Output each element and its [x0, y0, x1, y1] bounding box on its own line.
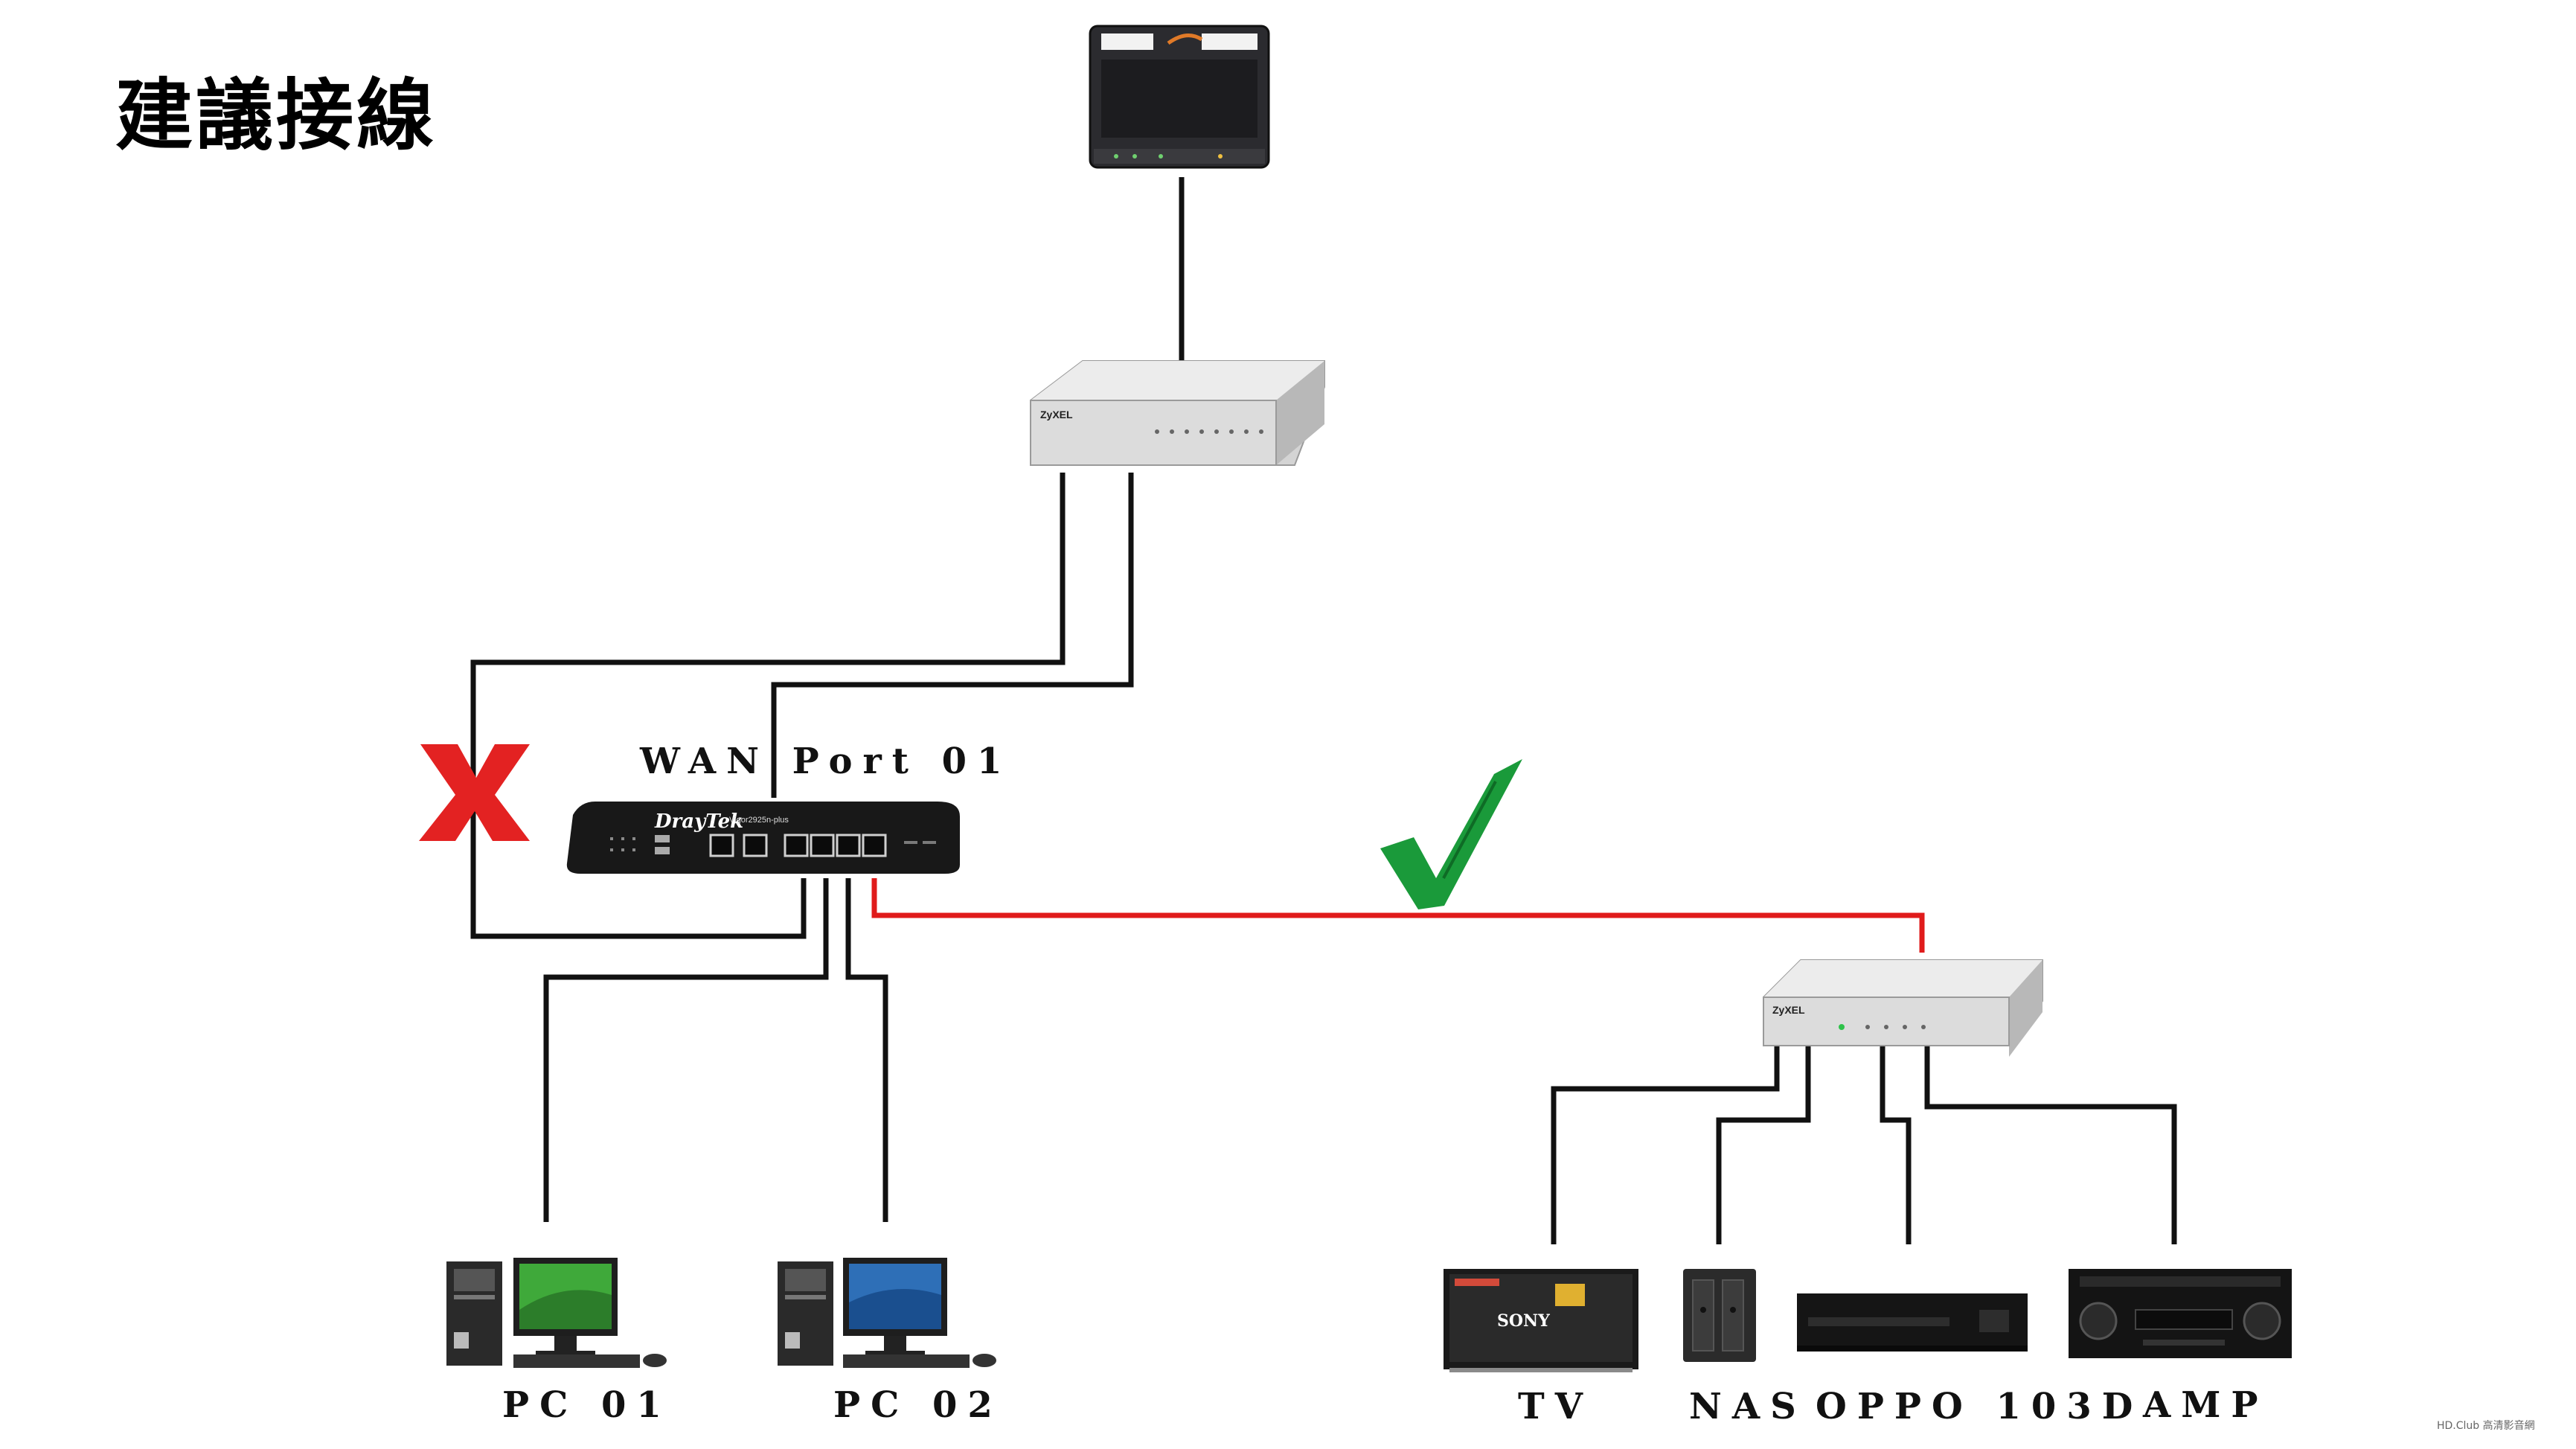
router-brand: DrayTek — [654, 810, 743, 833]
cable-switch-oppo — [1880, 1046, 1912, 1244]
title: 建議接線 — [115, 69, 438, 161]
pc2-device — [778, 1258, 996, 1368]
watermark: HD.Club 高清影音網 — [2437, 1420, 2535, 1432]
cable-router-pc2 — [845, 878, 888, 1222]
amp-device — [2069, 1269, 2292, 1358]
cross-icon — [419, 744, 530, 841]
cable-switch-amp — [1924, 1046, 2177, 1244]
tv-brand: SONY — [1497, 1311, 1550, 1331]
cable-router-pc1 — [543, 878, 829, 1222]
switch-top: ZyXEL — [1030, 360, 1325, 466]
cable-switch-tv — [1551, 1046, 1780, 1244]
label-amp: AMP — [2143, 1384, 2269, 1426]
cable-lines — [470, 177, 2177, 1244]
switch-bottom-brand: ZyXEL — [1772, 1004, 1805, 1016]
label-oppo: OPPO 103D — [1816, 1386, 2144, 1427]
modem-device — [1089, 25, 1270, 169]
label-wan-port: WAN Port 01 — [640, 741, 1013, 782]
oppo-device — [1797, 1293, 2028, 1352]
cable-switch-wan — [771, 473, 1134, 798]
cable-router-switch-recommended — [871, 878, 1925, 953]
nas-device — [1683, 1269, 1756, 1362]
label-pc1: PC 01 — [502, 1384, 672, 1426]
router-model: Vigor2925n-plus — [729, 816, 789, 825]
check-icon — [1380, 759, 1522, 909]
tv-device: SONY — [1444, 1269, 1638, 1372]
label-tv: TV — [1518, 1386, 1593, 1427]
switch-bottom: ZyXEL — [1763, 959, 2043, 1057]
label-nas: NAS — [1689, 1386, 1807, 1427]
router-device: DrayTek Vigor2925n-plus — [566, 802, 960, 874]
label-pc2: PC 02 — [833, 1384, 1003, 1426]
cable-switch-nas — [1716, 1046, 1811, 1244]
pc1-device — [446, 1258, 667, 1368]
switch-top-brand: ZyXEL — [1040, 409, 1073, 420]
